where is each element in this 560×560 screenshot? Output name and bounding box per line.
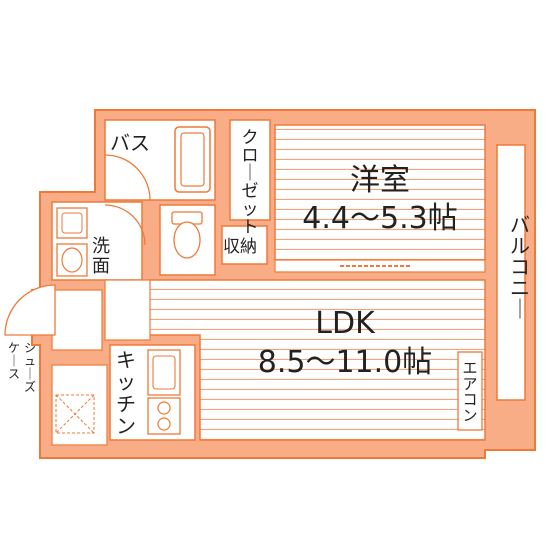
entrance-door-arc (4, 284, 56, 336)
balcony-label-char: コ (510, 255, 530, 279)
western-room-size: 4.4～5.3帖 (302, 201, 457, 236)
sink-icon (56, 243, 88, 277)
bathtub (174, 126, 211, 193)
aircon-label-char: ン (462, 406, 477, 424)
shoe-case-label-char: ュ (24, 354, 36, 368)
hallway-floor (104, 279, 151, 341)
shoe-case-label-char: ス (8, 367, 20, 381)
washroom-label: 洗面 (92, 236, 110, 277)
balcony-area (496, 144, 526, 401)
aircon-label-char: コ (462, 391, 477, 409)
ldk-room-name: LDK (315, 306, 376, 341)
aircon-label: エアコン (462, 359, 477, 424)
aircon-label-char: ア (462, 375, 477, 393)
washroom-label-char: 洗 (92, 236, 110, 257)
balcony-label: バルコニ｜ (510, 213, 530, 321)
kitchen-label-char: ッ (116, 370, 136, 394)
shoe-case-label-char: ケ (8, 341, 20, 355)
closet-area (229, 119, 271, 221)
balcony-label-char: バ (510, 213, 530, 237)
closet-label-char: ロ (242, 146, 259, 166)
shoe-case-label-char: ｜ (24, 367, 36, 381)
kitchen-label: キッチン (116, 348, 136, 438)
washroom-label-char: 面 (92, 256, 110, 277)
washing-machine-icon (56, 207, 88, 239)
kitchen-label-char: ン (116, 414, 136, 438)
kitchen-label-char: チ (116, 392, 136, 416)
closet-label-char: ト (242, 217, 259, 237)
shoe-case-label: シュ｜ズケ｜ス (8, 341, 36, 394)
western-room-name: 洋室 (350, 163, 410, 198)
closet-label-char: ｜ (242, 164, 259, 184)
entrance-area (51, 289, 103, 351)
stove-icon (147, 397, 181, 435)
toilet-icon (171, 211, 203, 259)
balcony-label-char: ｜ (510, 297, 530, 321)
kitchen-label-char: キ (116, 348, 136, 372)
ldk-room-size: 8.5～11.0帖 (258, 345, 433, 380)
aircon-label-char: エ (462, 359, 477, 377)
western-room-floor (274, 124, 486, 261)
shoe-case-area (51, 364, 108, 446)
bath-label: バス (110, 131, 150, 155)
balcony-label-char: ル (510, 234, 530, 258)
aircon-unit (457, 351, 483, 431)
closet-label: クロ｜ゼット (242, 128, 259, 237)
balcony-label-char: ニ (510, 276, 530, 300)
closet-label-char: ゼ (242, 182, 259, 202)
kitchen-sink-icon (147, 349, 181, 396)
shoe-case-label-char: ｜ (8, 354, 20, 368)
closet-label-char: ッ (242, 199, 259, 219)
pipe-space-icon (55, 394, 95, 434)
shoe-case-label-char: シ (24, 341, 36, 355)
storage-label: 収納 (223, 237, 257, 257)
storage-area (221, 225, 268, 265)
shoe-case-label-char: ズ (24, 379, 36, 394)
closet-label-char: ク (242, 128, 259, 148)
